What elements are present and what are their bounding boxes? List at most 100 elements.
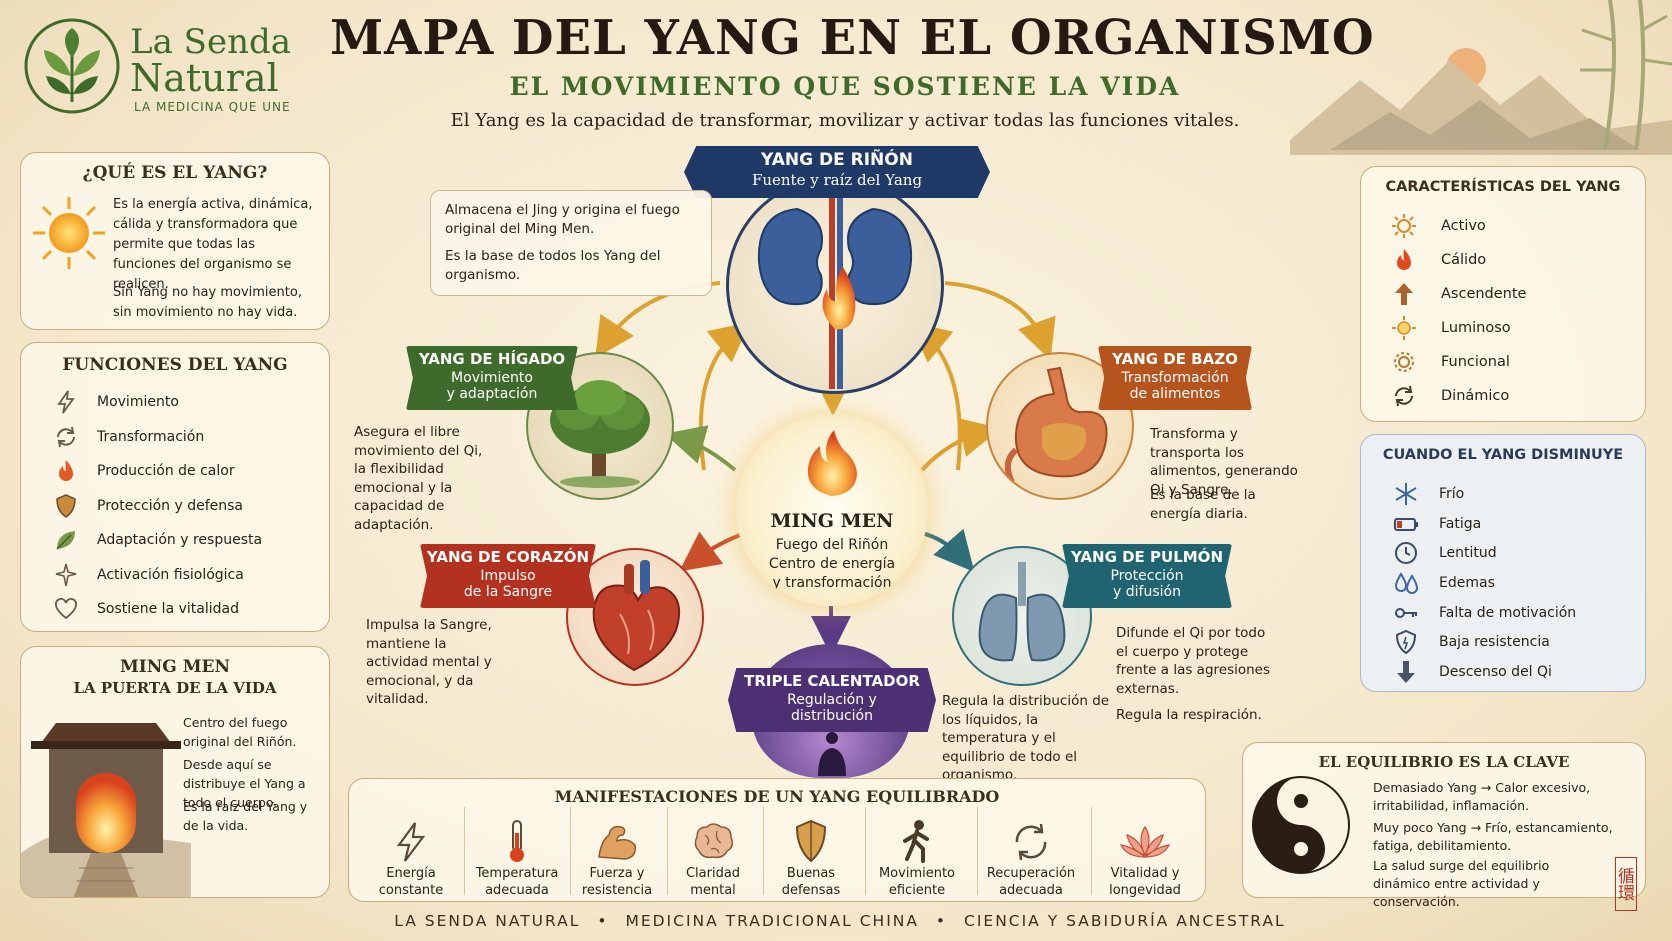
clock-icon: [1395, 542, 1417, 565]
corazon-title: YANG DE CORAZÓN: [426, 548, 590, 566]
funciones-title: FUNCIONES DEL YANG: [62, 355, 288, 375]
disminuye-item: Lentitud: [1393, 538, 1633, 568]
snowflake-icon: [1395, 482, 1417, 505]
gate-illustration: [21, 723, 191, 897]
equilibrio-line-1: Demasiado Yang → Calor excesivo, irritab…: [1373, 780, 1591, 813]
brand-logo: La Senda Natural LA MEDICINA QUE UNE: [22, 16, 312, 120]
pulmon-title: YANG DE PULMÓN: [1070, 548, 1223, 566]
funcion-item: Movimiento: [53, 385, 323, 420]
landscape-illustration: [1290, 0, 1672, 155]
pulmon-subtitle-1: Protección: [1110, 568, 1184, 584]
shield-icon: [56, 493, 76, 518]
heart-icon: [55, 598, 77, 620]
caracteristica-item: Ascendente: [1391, 277, 1631, 311]
caracteristica-item: Funcional: [1391, 345, 1631, 379]
caracteristica-item: Luminoso: [1391, 311, 1631, 345]
higado-title: YANG DE HÍGADO: [418, 350, 566, 368]
sun-icon: [1392, 214, 1416, 238]
footer: LA SENDA NATURAL • MEDICINA TRADICIONAL …: [394, 912, 1286, 930]
spark-icon: [55, 563, 77, 586]
sun-icon: [1392, 316, 1416, 340]
disminuye-item: Edemas: [1393, 568, 1633, 598]
triple-title: TRIPLE CALENTADOR: [744, 672, 920, 690]
corazon-banner: YANG DE CORAZÓN Impulso de la Sangre: [420, 544, 596, 608]
arrow-center-rinon-right: [909, 321, 962, 471]
bazo-desc-2: Es la base de la energía diaria.: [1150, 487, 1256, 522]
rinon-circle: [726, 176, 944, 394]
yin-yang-icon: [1252, 776, 1350, 874]
sun-icon: [33, 197, 105, 269]
lungs-illustration: [978, 562, 1066, 662]
gear-icon: [1394, 352, 1414, 372]
caracteristicas-title: CARACTERÍSTICAS DEL YANG: [1385, 179, 1621, 195]
triple-subtitle-2: distribución: [791, 708, 873, 724]
flame-icon: [59, 460, 73, 482]
caracteristica-item: Activo: [1391, 209, 1631, 243]
manifestaciones-title: MANIFESTACIONES DE UN YANG EQUILIBRADO: [554, 787, 1000, 806]
key-icon: [1395, 607, 1417, 618]
disminuye-panel: CUANDO EL YANG DISMINUYE Frío Fatiga Len…: [1360, 434, 1646, 692]
walking-icon: [903, 820, 929, 863]
ming-men-line-1: Fuego del Riñón: [775, 537, 889, 553]
leaf-icon: [56, 531, 75, 550]
equilibrio-panel: EL EQUILIBRIO ES LA CLAVE Demasiado Yang…: [1242, 742, 1646, 911]
bazo-subtitle-1: Transformación: [1121, 370, 1229, 386]
higado-desc: Asegura el libre movimiento del Qi, la f…: [354, 424, 483, 533]
cycle-icon: [57, 426, 75, 447]
brand-tagline: LA MEDICINA QUE UNE: [134, 100, 291, 114]
equilibrio-title: EL EQUILIBRIO ES LA CLAVE: [1318, 753, 1570, 771]
disminuye-item: Frío: [1393, 479, 1633, 509]
caracteristicas-list: Activo Cálido Ascendente Luminoso Funcio…: [1391, 209, 1631, 413]
higado-subtitle-1: Movimiento: [451, 370, 533, 386]
que-es-panel: ¿QUÉ ES EL YANG? Es la energía activa, d…: [20, 152, 330, 330]
battery-icon: [1394, 517, 1418, 531]
ming-men-panel-text-1: Centro del fuego original del Riñón.: [183, 715, 297, 749]
disminuye-title: CUANDO EL YANG DISMINUYE: [1382, 447, 1624, 463]
pulmon-banner: YANG DE PULMÓN Protección y difusión: [1062, 544, 1232, 608]
pulmon-desc-1: Difunde el Qi por todo el cuerpo y prote…: [1116, 625, 1271, 697]
pulmon-desc-2: Regula la respiración.: [1116, 707, 1262, 723]
arrow-down-icon: [1397, 660, 1415, 683]
footer-mtc: MEDICINA TRADICIONAL CHINA: [625, 912, 919, 930]
funciones-list: Movimiento Transformación Producción de …: [53, 385, 323, 627]
stomach-illustration: [1004, 366, 1108, 484]
page-subtitle: EL MOVIMIENTO QUE SOSTIENE LA VIDA: [509, 72, 1181, 101]
bazo-banner: YANG DE BAZO Transformación de alimentos: [1098, 346, 1252, 410]
footer-brand: LA SENDA NATURAL: [394, 912, 581, 930]
equilibrio-line-3: La salud surge del equilibrio dinámico e…: [1373, 858, 1550, 909]
disminuye-item: Baja resistencia: [1393, 627, 1633, 657]
ming-men-panel-text-3: Es la raíz del Yang y de la vida.: [183, 799, 308, 833]
lightning-icon: [396, 822, 426, 862]
que-es-title: ¿QUÉ ES EL YANG?: [82, 163, 268, 183]
funcion-item: Producción de calor: [53, 454, 323, 489]
disminuye-item: Falta de motivación: [1393, 598, 1633, 628]
caracteristicas-panel: CARACTERÍSTICAS DEL YANG Activo Cálido A…: [1360, 166, 1646, 422]
corazon-subtitle-2: de la Sangre: [463, 584, 553, 600]
ming-men-title: MING MEN: [770, 510, 894, 532]
funcion-item: Transformación: [53, 420, 323, 455]
ming-men-panel-text-2: Desde aquí se distribuye el Yang a todo …: [183, 757, 306, 810]
cycle-icon: [1015, 823, 1047, 861]
rinon-banner: YANG DE RIÑÓN Fuente y raíz del Yang: [684, 146, 990, 198]
kidneys-illustration: [757, 189, 913, 389]
muscle-icon: [598, 825, 637, 860]
arrow-center-corazon: [679, 531, 741, 572]
ming-men-panel-title: MING MEN: [119, 657, 231, 677]
higado-banner: YANG DE HÍGADO Movimiento y adaptación: [406, 346, 578, 410]
right-arrow-icon: →: [1480, 780, 1492, 795]
equilibrio-line-2: Muy poco Yang → Frío, estancamiento, fat…: [1373, 820, 1613, 853]
higado-subtitle-2: y adaptación: [446, 386, 538, 402]
disminuye-list: Frío Fatiga Lentitud Edemas Falta de mot…: [1393, 479, 1633, 687]
arrow-rinon-bazo: [944, 281, 1056, 361]
shield-icon: [1395, 630, 1417, 655]
ming-men-circle: MING MEN Fuego del Riñón Centro de energ…: [736, 414, 928, 606]
bazo-circle: [986, 352, 1134, 500]
funciones-panel: FUNCIONES DEL YANG Movimiento Transforma…: [20, 342, 330, 632]
shield-icon: [795, 819, 827, 863]
triple-subtitle-1: Regulación y: [787, 692, 877, 708]
brand-name-line1: La Senda: [130, 22, 292, 62]
lotus-icon: [1119, 825, 1171, 858]
ming-men-line-3: y transformación: [772, 575, 892, 591]
caracteristica-item: Dinámico: [1391, 379, 1631, 413]
